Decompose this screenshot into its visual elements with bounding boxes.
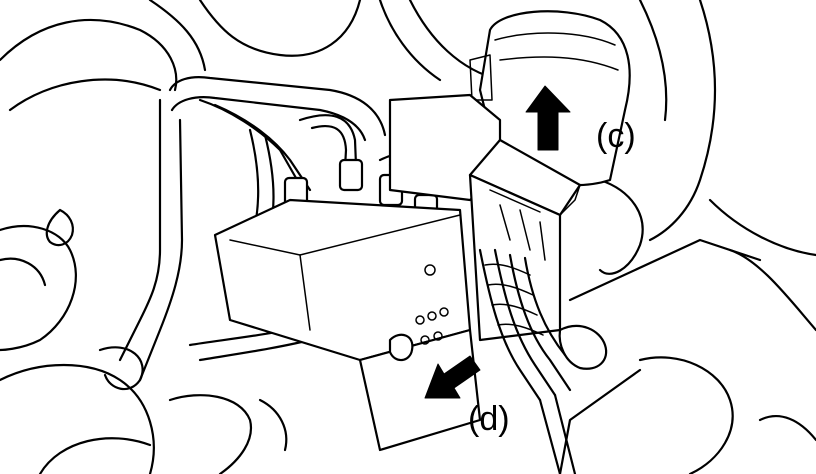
label-c: (c): [596, 117, 636, 155]
arrow-up-icon: [525, 85, 571, 151]
abs-hydraulic-unit: [213, 93, 502, 452]
label-d: (d): [468, 400, 510, 438]
arrow-down-left-icon: [424, 355, 481, 399]
abs-connector: [468, 138, 582, 342]
wiring-harness: [478, 248, 577, 474]
